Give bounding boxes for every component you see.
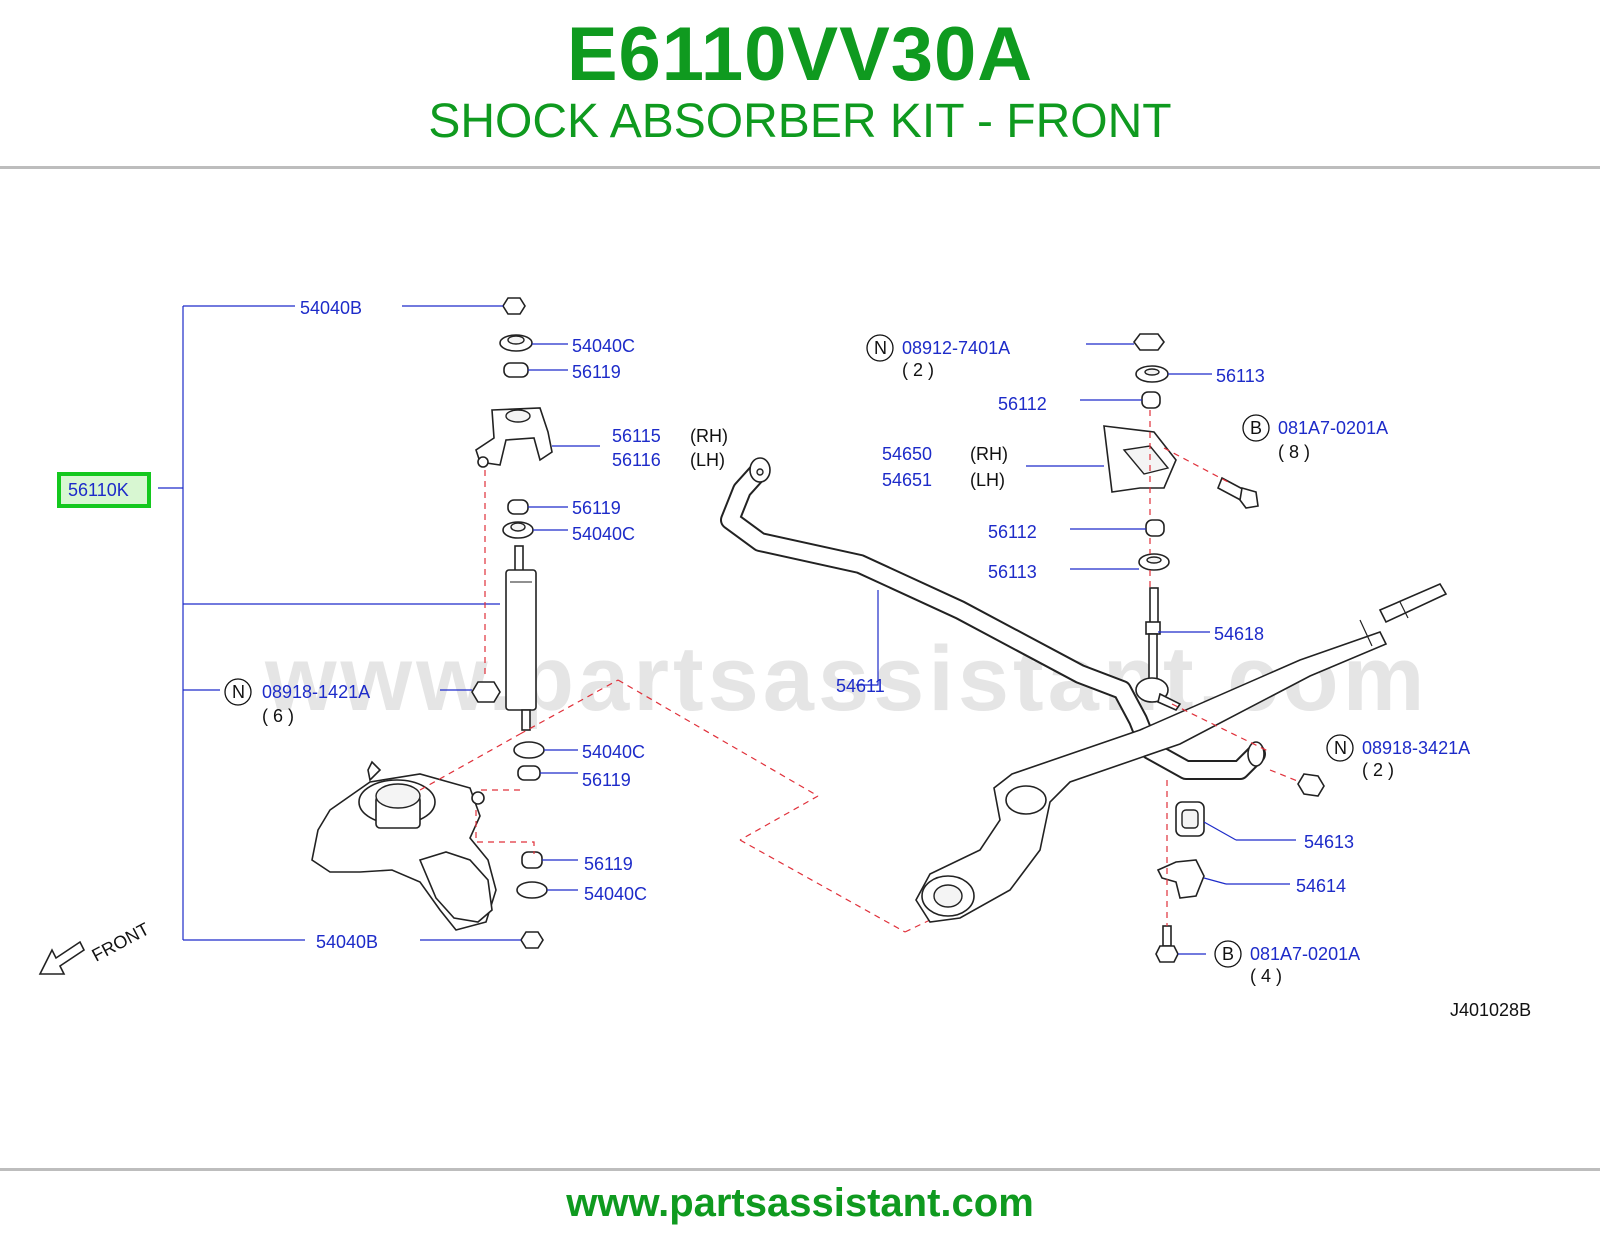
page-header: E6110VV30A SHOCK ABSORBER KIT - FRONT: [0, 0, 1600, 168]
note-qty-6: ( 6 ): [262, 706, 294, 726]
callout-56116[interactable]: 56116: [612, 450, 661, 470]
callout-54040b-bottom[interactable]: 54040B: [316, 932, 378, 952]
callout-54650[interactable]: 54650: [882, 444, 932, 464]
front-label: FRONT: [88, 919, 152, 966]
shock-absorber-assembly: [311, 297, 553, 949]
callout-54040b-top[interactable]: 54040B: [300, 298, 362, 318]
note-qty-4: ( 4 ): [1250, 966, 1282, 986]
callout-54611[interactable]: 54611: [836, 676, 885, 696]
control-arm: [915, 582, 1448, 923]
callout-labels: 54040B 54040C 56119 56115 (RH) 56116 (LH…: [224, 298, 1470, 986]
figure-id: J401028B: [1450, 1000, 1531, 1020]
callout-54614[interactable]: 54614: [1296, 876, 1346, 896]
callout-54651[interactable]: 54651: [882, 470, 932, 490]
callout-54613[interactable]: 54613: [1304, 832, 1354, 852]
callout-54040c-2[interactable]: 54040C: [572, 524, 635, 544]
assembly-dash-lines-left: [419, 470, 931, 933]
page-title: SHOCK ABSORBER KIT - FRONT: [428, 95, 1172, 148]
note-lh-1: (LH): [690, 450, 725, 470]
leader-lines-left: [402, 305, 600, 941]
n-symbol-2: [866, 334, 894, 362]
b-symbol-1-label: B: [1250, 418, 1262, 438]
n-symbol-3: [1326, 734, 1354, 762]
front-arrow-icon: [38, 940, 86, 975]
note-qty-2b: ( 2 ): [1362, 760, 1394, 780]
kit-tree-lines: [158, 305, 500, 941]
footer-divider: [0, 1168, 1600, 1171]
callout-56113-2[interactable]: 56113: [988, 562, 1037, 582]
note-lh-2: (LH): [970, 470, 1005, 490]
callout-56119-2[interactable]: 56119: [572, 498, 621, 518]
note-qty-2a: ( 2 ): [902, 360, 934, 380]
b-symbol-2: [1214, 940, 1242, 968]
callout-54040c-3[interactable]: 54040C: [582, 742, 645, 762]
n-symbol-3-label: N: [1334, 738, 1347, 758]
leader-lines-right: [856, 343, 1296, 955]
callout-081a7-0201a-1[interactable]: 081A7-0201A: [1278, 418, 1388, 438]
kit-callout-56110k[interactable]: 56110K: [68, 480, 129, 500]
part-code: E6110VV30A: [566, 12, 1034, 97]
n-symbol-2-label: N: [874, 338, 887, 358]
callout-08912-7401a[interactable]: 08912-7401A: [902, 338, 1010, 358]
kit-callout-highlight[interactable]: [57, 472, 151, 508]
footer-url[interactable]: www.partsassistant.com: [566, 1181, 1034, 1225]
callout-56115[interactable]: 56115: [612, 426, 661, 446]
callout-08918-3421a[interactable]: 08918-3421A: [1362, 738, 1470, 758]
callout-54618[interactable]: 54618: [1214, 624, 1264, 644]
b-symbol-2-label: B: [1222, 944, 1234, 964]
callout-56119-4[interactable]: 56119: [584, 854, 633, 874]
header-divider: [0, 166, 1600, 169]
callout-56119-1[interactable]: 56119: [572, 362, 621, 382]
b-symbol-1: [1242, 414, 1270, 442]
callout-56119-3[interactable]: 56119: [582, 770, 631, 790]
assembly-dash-lines-right: [1149, 410, 1301, 926]
diagram-canvas: www.partsassistant.com 56110K: [38, 297, 1531, 1020]
note-qty-8: ( 8 ): [1278, 442, 1310, 462]
parts-diagram: www.partsassistant.com 56110K: [0, 170, 1600, 1166]
link-bracket-assembly: [1103, 333, 1325, 963]
n-symbol-1: [224, 678, 252, 706]
front-direction-indicator: FRONT: [38, 919, 153, 975]
callout-56112-2[interactable]: 56112: [988, 522, 1037, 542]
note-rh-1: (RH): [690, 426, 728, 446]
callout-56113-1[interactable]: 56113: [1216, 366, 1265, 386]
callout-54040c-4[interactable]: 54040C: [584, 884, 647, 904]
stabilizer-bar: [720, 457, 1266, 780]
callout-08918-1421a[interactable]: 08918-1421A: [262, 682, 370, 702]
n-symbol-1-label: N: [232, 682, 245, 702]
callout-56112-1[interactable]: 56112: [998, 394, 1047, 414]
callout-54040c-1[interactable]: 54040C: [572, 336, 635, 356]
note-rh-2: (RH): [970, 444, 1008, 464]
callout-081a7-0201a-2[interactable]: 081A7-0201A: [1250, 944, 1360, 964]
